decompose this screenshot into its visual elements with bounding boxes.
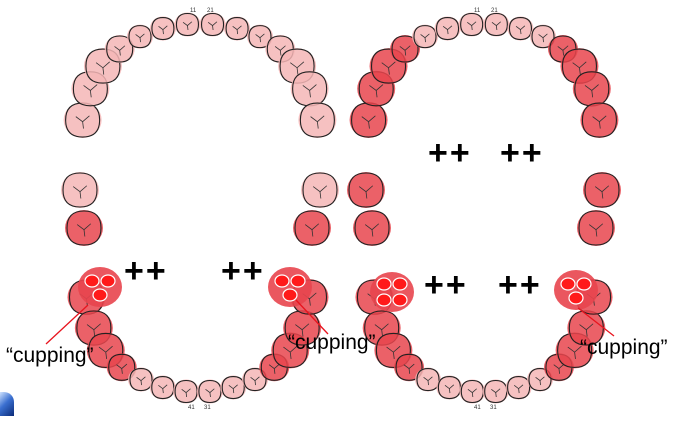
cupping-spot [569,292,583,304]
cupping-label: “cupping” [6,345,94,366]
tooth-wear-patch [174,13,200,37]
tooth-wear-patch [150,376,176,400]
plus-mark: ++ [498,268,542,302]
cupping-spot [393,294,407,306]
tooth-wear-patch [173,380,199,404]
tooth-number-31: 31 [490,405,497,411]
tooth-number-41: 41 [188,405,195,411]
plus-mark: ++ [428,136,472,170]
cupping-spot [393,278,407,290]
tooth-number-11: 11 [190,8,196,14]
cupping-spot [93,289,107,301]
cupping-spot [275,275,289,287]
tooth-wear-patch [150,17,176,41]
cupping-label: “cupping” [580,337,668,358]
cupping-spot [101,275,115,287]
tooth-number-11: 11 [474,8,480,14]
plus-mark: ++ [424,268,468,302]
cupping-spot [377,294,391,306]
plus-mark: ++ [124,254,168,288]
tooth-number-41: 41 [474,405,481,411]
dental-arch-upper [347,13,621,208]
tooth-wear-patch [197,380,223,404]
tooth-wear-patch [507,17,533,41]
cupping-spot [85,275,99,287]
cupping-spot [283,289,297,301]
tooth-wear-patch [483,380,509,404]
cupping-area [370,272,414,312]
tooth-number-21: 21 [491,8,498,14]
logo-icon [0,392,14,416]
cupping-spot-cluster [554,270,598,310]
tooth-wear-patch [127,25,153,49]
tooth-wear-patch [483,13,509,37]
cupping-spot [577,278,591,290]
plus-mark: ++ [500,136,544,170]
cupping-spot [291,275,305,287]
tooth-number-31: 31 [204,405,211,411]
tooth-wear-patch [459,380,485,404]
tooth-wear-patch [200,13,226,37]
cupping-spot [377,278,391,290]
tooth-wear-patch [436,376,462,400]
tooth-number-21: 21 [207,8,214,14]
cupping-spot-cluster [370,272,414,312]
cupping-label: “cupping” [288,332,376,353]
dental-arch-upper [61,13,339,208]
tooth-wear-patch [412,25,438,49]
tooth-wear-patch [459,13,485,37]
cupping-spot-cluster [78,267,122,307]
cupping-spot-cluster [268,267,312,307]
tooth-wear-patch [435,17,461,41]
tooth-wear-patch [224,17,250,41]
cupping-spot [561,278,575,290]
plus-mark: ++ [221,254,265,288]
